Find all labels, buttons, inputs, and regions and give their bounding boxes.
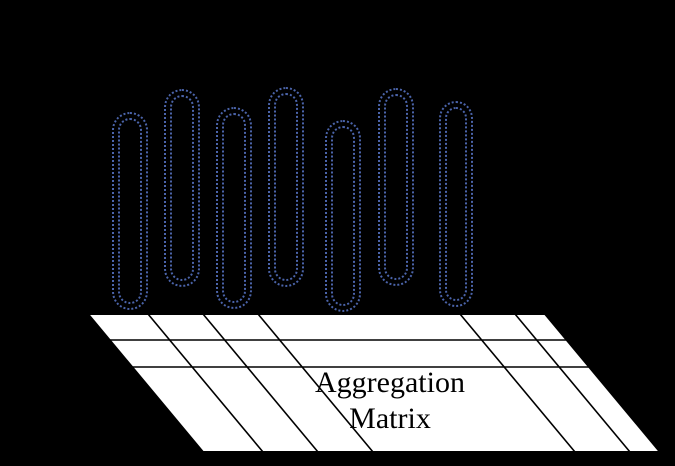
matrix-column-capsule bbox=[164, 89, 200, 287]
matrix-grid-column-line bbox=[202, 313, 319, 453]
matrix-column-capsule-inner bbox=[170, 95, 194, 281]
matrix-grid-column-line bbox=[147, 313, 264, 453]
matrix-column-capsule-inner bbox=[118, 118, 142, 304]
matrix-column-capsule-inner bbox=[384, 94, 408, 280]
matrix-label-line-2: Matrix bbox=[349, 402, 431, 435]
matrix-column-capsule bbox=[439, 101, 473, 307]
matrix-column-capsule bbox=[268, 87, 304, 287]
matrix-label-line-1: Aggregation bbox=[315, 366, 465, 399]
matrix-column-capsule-inner bbox=[331, 126, 355, 306]
matrix-column-capsule-inner bbox=[274, 93, 298, 281]
matrix-column-capsule-inner bbox=[445, 107, 467, 301]
matrix-column-capsule bbox=[325, 120, 361, 312]
matrix-column-capsule bbox=[112, 112, 148, 310]
matrix-grid-column-line bbox=[514, 313, 631, 453]
matrix-grid-column-line bbox=[257, 313, 374, 453]
matrix-column-capsule-inner bbox=[222, 113, 246, 303]
matrix-grid-column-line bbox=[459, 313, 576, 453]
matrix-column-capsule bbox=[378, 88, 414, 286]
matrix-column-capsule bbox=[216, 107, 252, 309]
